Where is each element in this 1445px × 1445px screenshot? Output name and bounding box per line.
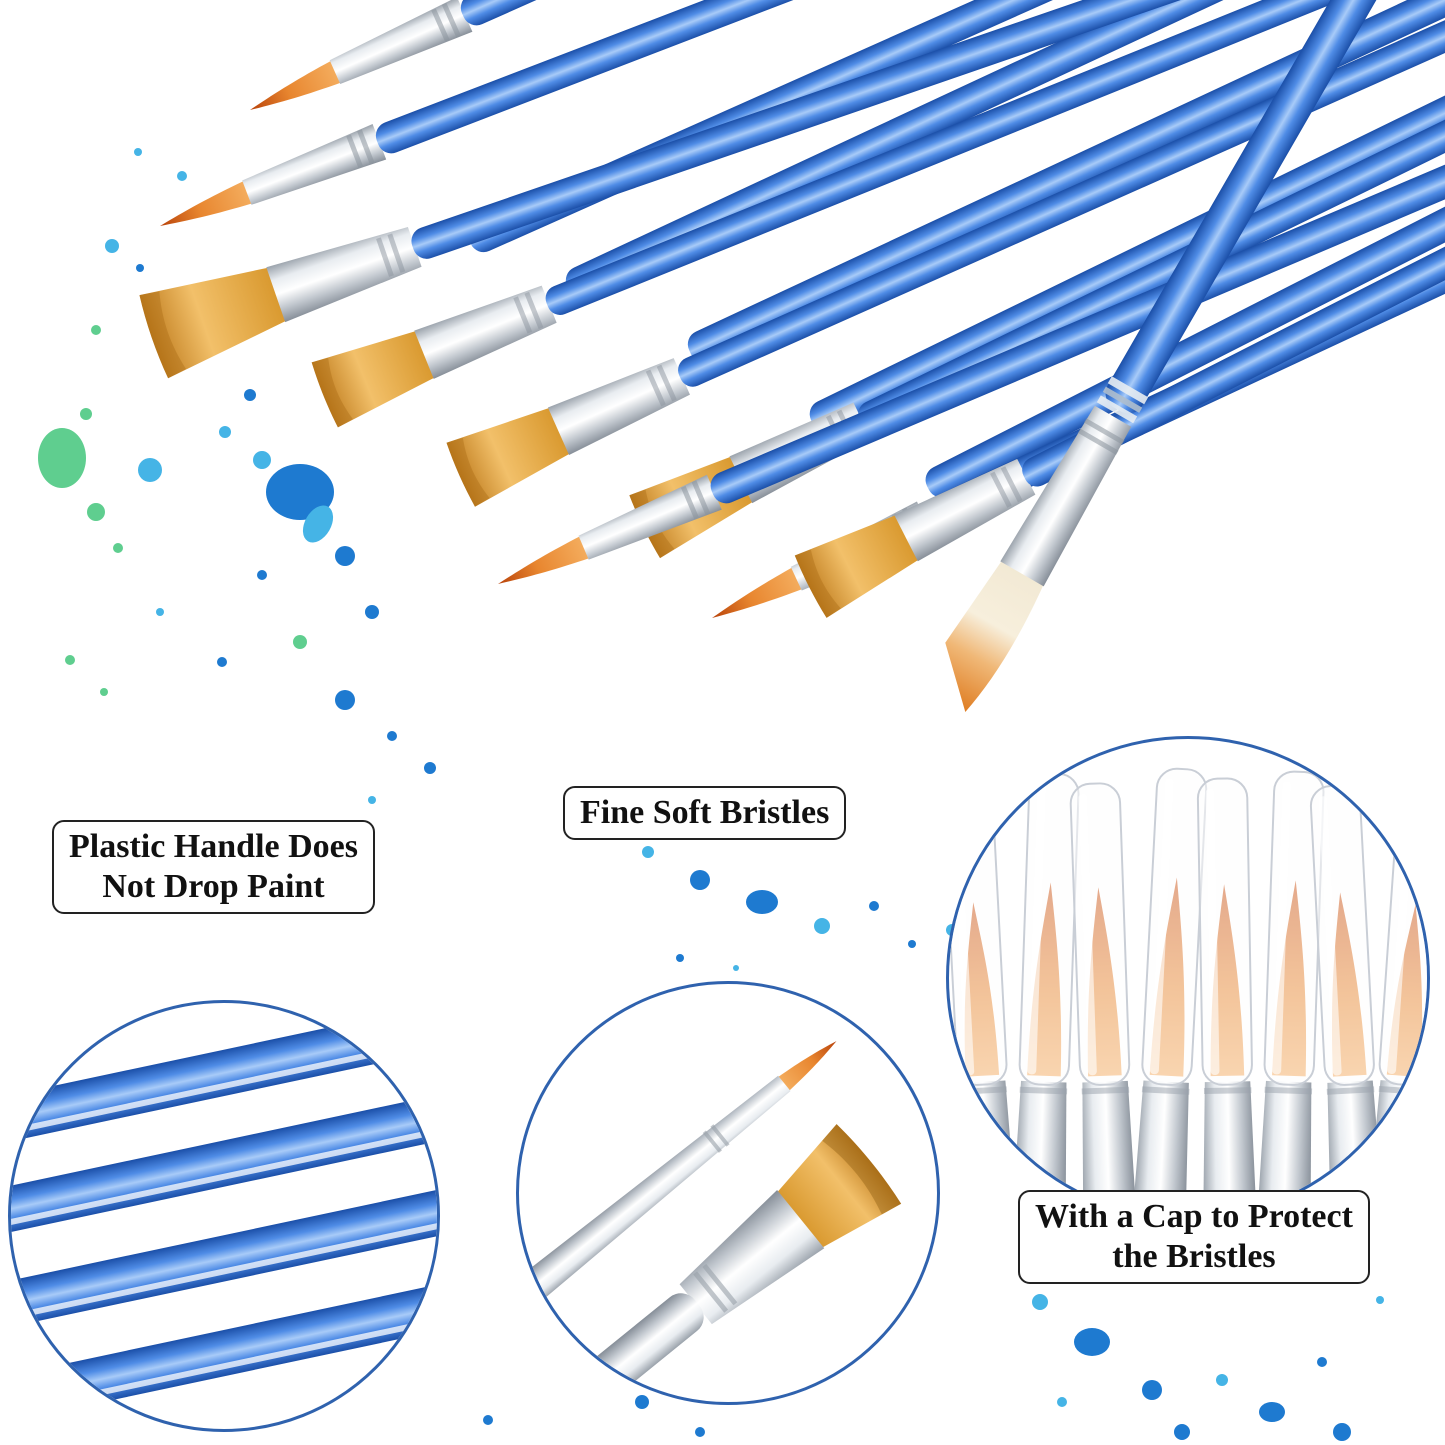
callout-line: Plastic Handle Does [69, 828, 358, 865]
capped-brush [1132, 767, 1208, 1217]
inset-cap-closeup [946, 736, 1430, 1220]
callout-cap-protect: With a Cap to Protect the Bristles [1018, 1190, 1370, 1285]
callout-line: Not Drop Paint [102, 868, 325, 906]
capped-brush-row [949, 767, 1427, 1217]
handle-stripes [11, 1003, 437, 1426]
closeup-pointed-brush [519, 1041, 837, 1315]
paint-splatter-left [38, 148, 436, 804]
capped-brush [1069, 782, 1137, 1217]
angled-bristles [945, 560, 1044, 712]
brush-ferrule [1000, 405, 1132, 587]
capped-brush [1257, 770, 1325, 1217]
brush-bundle [137, 0, 1445, 636]
callout-line: Fine Soft Bristles [580, 794, 830, 831]
callout-line: With a Cap to Protect [1035, 1198, 1353, 1235]
callout-fine-soft-bristles: Fine Soft Bristles [563, 786, 847, 841]
paint-splatter-bottom-right [1032, 1161, 1384, 1441]
paint-splatter-center [594, 828, 958, 971]
callout-line: the Bristles [1112, 1238, 1276, 1276]
inset-bristle-closeup [516, 981, 940, 1405]
capped-brush [1196, 777, 1257, 1217]
inset-handle-closeup [8, 1000, 440, 1432]
capped-brush [1012, 772, 1080, 1217]
callout-plastic-handle: Plastic Handle Does Not Drop Paint [52, 820, 375, 915]
brush-handle [1105, 0, 1409, 414]
angled-paint-brush [945, 0, 1409, 712]
